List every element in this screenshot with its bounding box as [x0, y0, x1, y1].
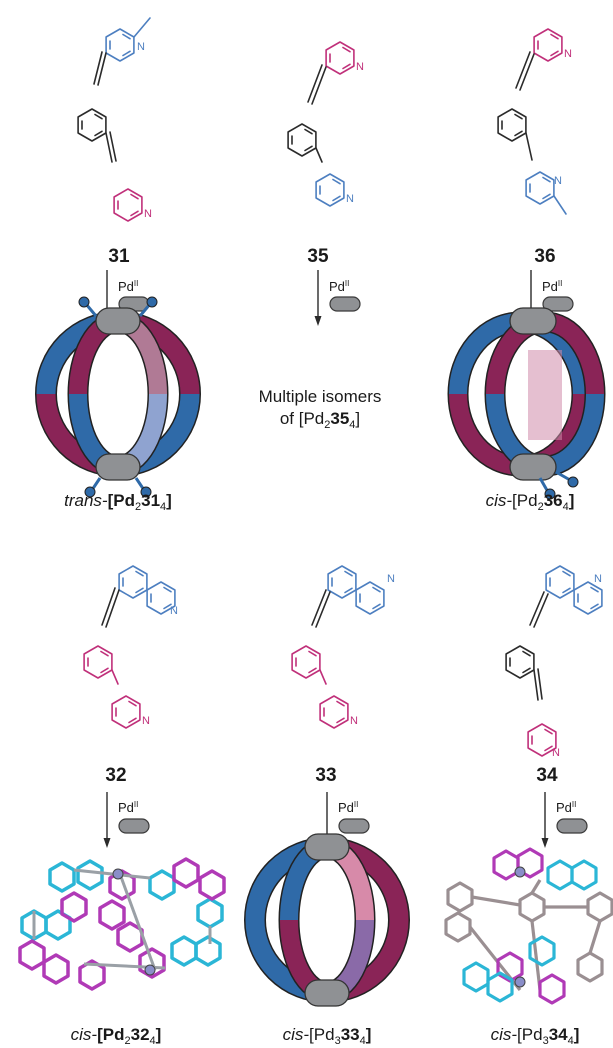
nitrogen-label: N — [552, 747, 560, 759]
label-prefix: cis- — [283, 1025, 310, 1044]
label-pd-count: 2 — [538, 501, 544, 513]
nitrogen-label: N — [594, 573, 602, 585]
nitrogen-label: N — [137, 41, 145, 53]
svg-text:PdII: PdII — [118, 279, 138, 294]
nitrogen-label: N — [564, 48, 572, 60]
ligand-32-structure: N N — [83, 565, 178, 729]
ligand-33-label: 33 — [315, 765, 336, 786]
label-open: [Pd — [97, 1025, 124, 1044]
reagent-metal: Pd — [338, 800, 354, 815]
label-close: ] — [355, 409, 360, 428]
reagent-metal: Pd — [118, 279, 134, 294]
crystal-structure-32 — [18, 857, 226, 991]
label-pd-count: 3 — [543, 1035, 549, 1047]
reaction-arrow: PdII — [540, 791, 588, 849]
label-prefix: cis- — [71, 1025, 98, 1044]
label-ligand: 32 — [131, 1025, 150, 1044]
label-ligand-count: 4 — [568, 1035, 574, 1047]
svg-text:PdII: PdII — [118, 800, 138, 815]
reaction-arrow: PdII — [102, 269, 150, 327]
label-ligand: 33 — [341, 1025, 360, 1044]
nitrogen-label: N — [356, 61, 364, 73]
label-pd-count: 2 — [125, 1035, 131, 1047]
ligand-31-structure: N N — [77, 17, 152, 222]
cage-cis-36 — [447, 307, 606, 500]
product-label-cis-36: cis-[Pd2364] — [486, 491, 575, 513]
reaction-arrow: PdII — [102, 791, 150, 849]
label-ligand-count: 4 — [360, 1035, 366, 1047]
reagent-oxidation: II — [558, 279, 562, 288]
label-open: [Pd — [512, 491, 538, 510]
nitrogen-label: N — [142, 715, 150, 727]
ligand-36-label: 36 — [534, 246, 555, 267]
label-ligand-count: 4 — [150, 1035, 156, 1047]
label-prefix: cis- — [486, 491, 513, 510]
nitrogen-label: N — [346, 193, 354, 205]
svg-text:PdII: PdII — [338, 800, 358, 815]
product-label-cis-32: cis-[Pd2324] — [71, 1025, 162, 1047]
label-ligand-count: 4 — [349, 419, 355, 431]
nitrogen-label: N — [144, 208, 152, 220]
ligand-36-structure: N N — [497, 28, 572, 215]
product-label-cis-34: cis-[Pd3344] — [491, 1025, 580, 1047]
label-prefix: cis- — [491, 1025, 518, 1044]
label-close: ] — [569, 491, 575, 510]
reaction-arrow: PdII — [526, 269, 574, 327]
nitrogen-label: N — [554, 175, 562, 187]
label-ligand: 34 — [549, 1025, 568, 1044]
label-close: ] — [366, 1025, 372, 1044]
label-open: [Pd — [108, 491, 135, 510]
label-ligand: 36 — [544, 491, 563, 510]
ligand-31-label: 31 — [108, 246, 130, 267]
reagent-oxidation: II — [354, 800, 358, 809]
product-label-cis-33: cis-[Pd3334] — [283, 1025, 372, 1047]
label-pd-count: 3 — [335, 1035, 341, 1047]
svg-text:PdII: PdII — [329, 279, 349, 294]
label-prefix: trans- — [64, 491, 108, 510]
label-ligand: 31 — [141, 491, 160, 510]
cage-trans-31 — [35, 296, 201, 498]
label-ligand: 35 — [330, 409, 349, 428]
reagent-oxidation: II — [134, 800, 138, 809]
label-ligand-count: 4 — [563, 501, 569, 513]
ligand-35-structure: N N — [287, 41, 364, 207]
reagent-oxidation: II — [134, 279, 138, 288]
product-label-trans-31: trans-[Pd2314] — [64, 491, 172, 513]
label-pd-count: 2 — [135, 501, 141, 513]
nitrogen-label: N — [350, 715, 358, 727]
label-open: [Pd — [309, 1025, 335, 1044]
reagent-metal: Pd — [542, 279, 558, 294]
ligand-34-label: 34 — [536, 765, 558, 786]
svg-text:PdII: PdII — [556, 800, 576, 815]
reagent-metal: Pd — [118, 800, 134, 815]
reagent-metal: Pd — [556, 800, 572, 815]
ligand-34-structure: N N — [505, 565, 603, 759]
label-close: ] — [156, 1025, 162, 1044]
reagent-oxidation: II — [345, 279, 349, 288]
label-ligand-count: 4 — [160, 501, 166, 513]
ligand-35-label: 35 — [307, 246, 329, 267]
reaction-arrow: PdII — [313, 269, 361, 327]
ligand-32-label: 32 — [105, 765, 126, 786]
svg-text:PdII: PdII — [542, 279, 562, 294]
crystal-structure-34 — [444, 847, 613, 1005]
multiple-isomers-line2: of [Pd2354] — [280, 409, 360, 431]
label-close: ] — [574, 1025, 580, 1044]
reagent-oxidation: II — [572, 800, 576, 809]
label-pd-count: 2 — [324, 419, 330, 431]
label-open: [Pd — [517, 1025, 543, 1044]
ligand-33-structure: N N — [291, 565, 395, 729]
nitrogen-label: N — [387, 573, 395, 585]
label-close: ] — [166, 491, 172, 510]
multiple-isomers-line1: Multiple isomers — [259, 387, 382, 406]
nitrogen-label: N — [170, 605, 178, 617]
label-open: of [Pd — [280, 409, 324, 428]
reaction-arrow: PdII — [322, 791, 370, 849]
reagent-metal: Pd — [329, 279, 345, 294]
cage-cis-33 — [244, 833, 410, 1007]
